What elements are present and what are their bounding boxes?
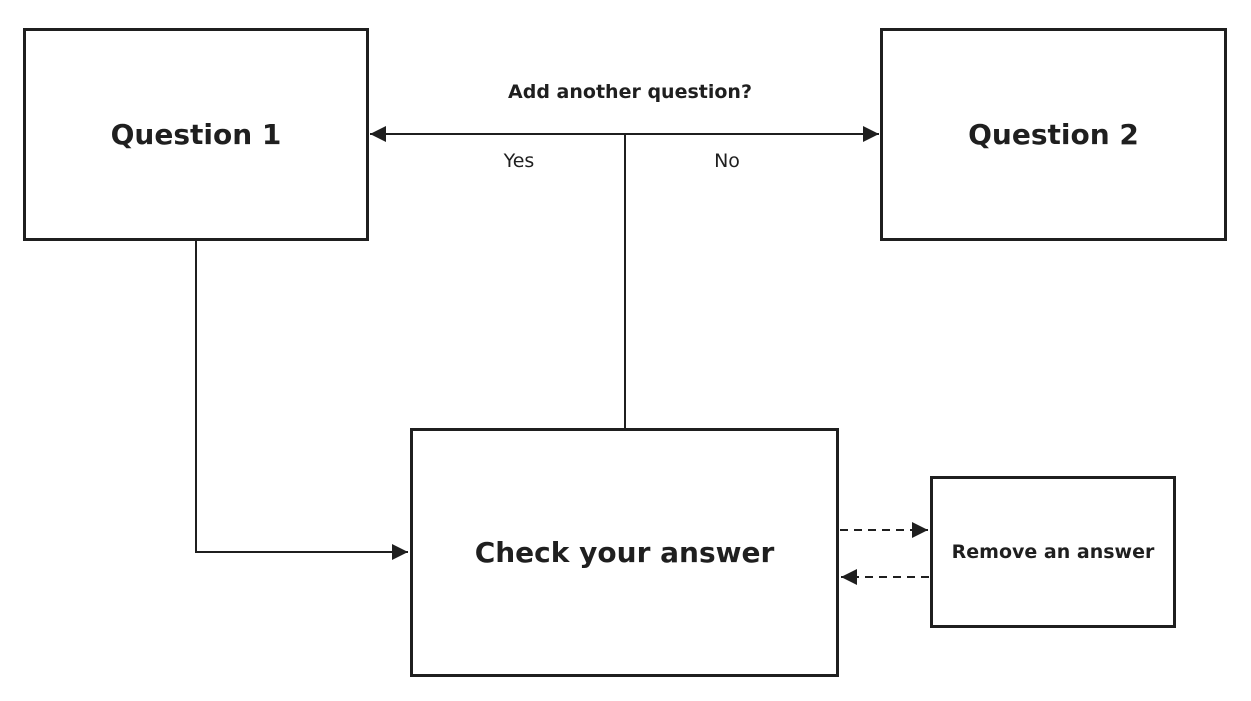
question-1-box: Question 1: [23, 28, 369, 241]
yes-branch-label: Yes: [503, 150, 535, 172]
check-answer-box: Check your answer: [410, 428, 839, 677]
question-2-box: Question 2: [880, 28, 1227, 241]
remove-answer-box: Remove an answer: [930, 476, 1176, 628]
decision-question-label: Add another question?: [508, 81, 752, 103]
remove-answer-label: Remove an answer: [951, 541, 1155, 563]
check-answer-label: Check your answer: [474, 536, 775, 569]
question-1-label: Question 1: [110, 118, 282, 151]
question1-to-check-arrow: [195, 241, 408, 560]
question-2-label: Question 2: [968, 118, 1139, 151]
no-branch-label: No: [714, 150, 740, 172]
